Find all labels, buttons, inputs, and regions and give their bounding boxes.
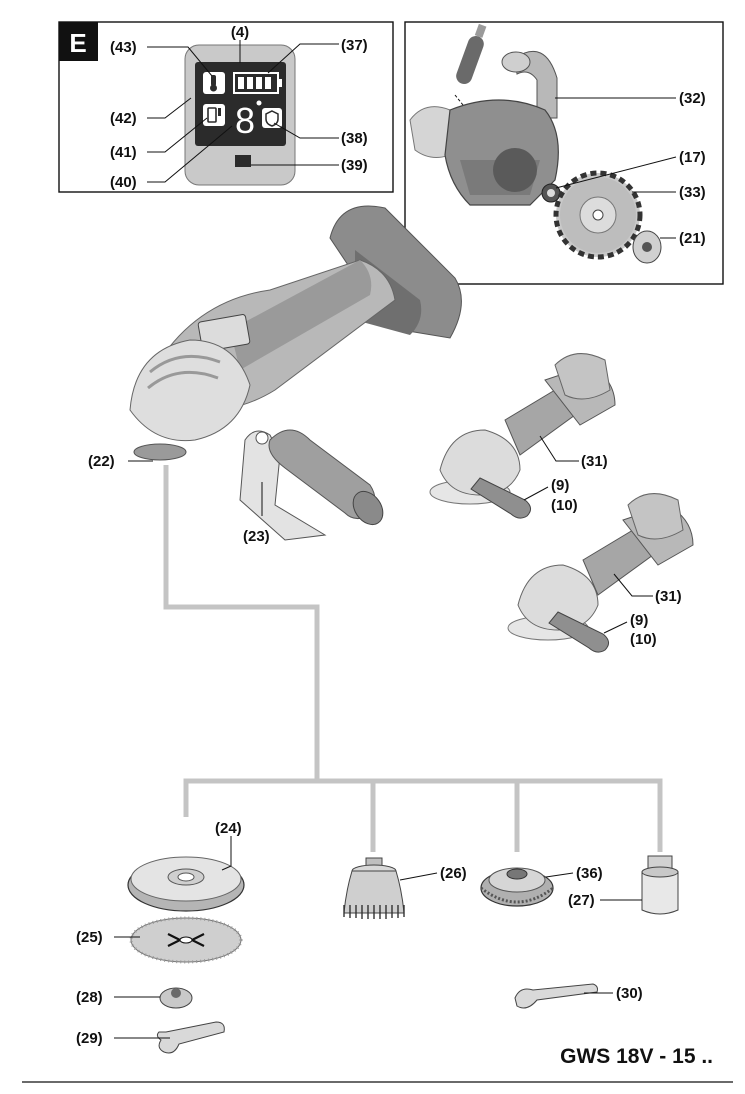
callout-labels: (4) (37) (43) (42) (41) (40) (38) (39) (…	[76, 24, 706, 1047]
angle-grinder-main	[129, 205, 462, 541]
callout-4: (4)	[231, 24, 249, 41]
callout-39: (39)	[341, 157, 368, 174]
clamping-nut-28	[159, 987, 193, 1009]
callout-38: (38)	[341, 130, 368, 147]
callout-31-a: (31)	[581, 453, 608, 470]
callout-21: (21)	[679, 230, 706, 247]
leader-lines-variant-b	[603, 573, 653, 634]
callout-31-b: (31)	[655, 588, 682, 605]
section-badge: E	[69, 28, 86, 58]
cup-brush	[343, 857, 405, 919]
callout-30: (30)	[616, 985, 643, 1002]
open-end-spanner	[514, 983, 598, 1009]
callout-17: (17)	[679, 149, 706, 166]
display-digit: 8	[235, 100, 255, 141]
callout-33: (33)	[679, 184, 706, 201]
callout-32: (32)	[679, 90, 706, 107]
extraction-adapter	[641, 855, 679, 915]
leader-lines-panel-e	[147, 40, 339, 183]
leader-lines-variant-a	[523, 435, 579, 501]
callout-28: (28)	[76, 989, 103, 1006]
leader-lines-accessories	[114, 836, 642, 1039]
callout-27: (27)	[568, 892, 595, 909]
callout-42: (42)	[110, 110, 137, 127]
callout-10-a: (10)	[551, 497, 578, 514]
callout-40: (40)	[110, 174, 137, 191]
angle-grinder-variant-b	[507, 493, 694, 653]
guard-accessory-box	[404, 21, 724, 285]
callout-9-b: (9)	[630, 612, 648, 629]
callout-9-a: (9)	[551, 477, 569, 494]
thermometer-icon	[203, 72, 225, 94]
callout-36: (36)	[576, 865, 603, 882]
conical-brush	[480, 867, 554, 907]
two-pin-spanner	[156, 1021, 225, 1054]
callout-43: (43)	[110, 39, 137, 56]
sanding-sheet	[129, 916, 243, 964]
kickback-icon	[262, 108, 282, 128]
callout-26: (26)	[440, 865, 467, 882]
callout-25: (25)	[76, 929, 103, 946]
battery-icon	[233, 72, 282, 94]
callout-41: (41)	[110, 144, 137, 161]
leader-lines-guard-box	[555, 97, 677, 239]
display-panel-box: E 8	[58, 21, 394, 193]
callout-23: (23)	[243, 528, 270, 545]
accessory-connector-lines	[163, 465, 663, 852]
phone-connect-icon	[203, 104, 225, 126]
callout-24: (24)	[215, 820, 242, 837]
callout-10-b: (10)	[630, 631, 657, 648]
callout-29: (29)	[76, 1030, 103, 1047]
callout-37: (37)	[341, 37, 368, 54]
model-title: GWS 18V - 15 ..	[560, 1045, 713, 1068]
backing-pad	[127, 856, 245, 912]
callout-22: (22)	[88, 453, 115, 470]
angle-grinder-variant-a	[429, 353, 616, 519]
mode-button	[235, 155, 251, 167]
leader-lines-main-tool	[128, 460, 263, 516]
